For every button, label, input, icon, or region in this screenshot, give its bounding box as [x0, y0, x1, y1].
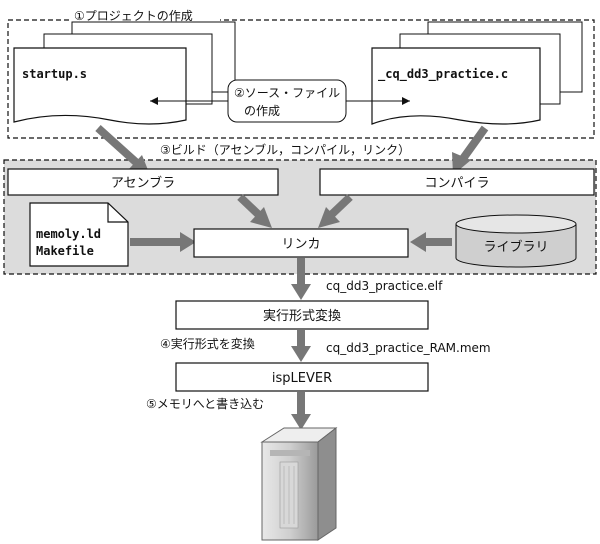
source-file-name: _cq_dd3_practice.c	[378, 67, 508, 82]
arrow-isplever-to-device	[291, 392, 311, 430]
arrow-linker-to-converter	[291, 258, 311, 300]
arrow-compiler-to-linker	[318, 194, 353, 228]
isplever-box: ispLEVER	[175, 362, 429, 392]
assembler-box: アセンブラ	[7, 168, 279, 196]
fpga-board-tower-icon	[260, 426, 338, 541]
startup-file-name: startup.s	[22, 67, 87, 81]
arrow-script-to-linker	[130, 232, 196, 252]
library-cylinder: ライブラリ	[455, 214, 577, 268]
source-edit-arrow: ②ソース・ファイル の作成	[150, 79, 410, 123]
project-creation-area: ①プロジェクトの作成	[7, 8, 595, 139]
linker-label: リンカ	[281, 237, 320, 252]
converter-label: 実行形式変換	[263, 308, 341, 324]
linker-box: リンカ	[193, 228, 409, 258]
elf-output-label: cq_dd3_practice.elf	[326, 279, 443, 293]
linker-script-name: memoly.ld	[36, 227, 101, 241]
makefile-name: Makefile	[36, 244, 94, 258]
step-convert-format-label: ④実行形式を変換	[160, 336, 255, 351]
source-file-stack: _cq_dd3_practice.c	[371, 21, 583, 125]
library-label: ライブラリ	[483, 239, 548, 255]
compiler-box: コンパイラ	[319, 168, 595, 196]
step-create-source-line2: の作成	[244, 104, 280, 118]
step-build-label: ③ビルド（アセンブル，コンパイル，リンク）	[160, 142, 410, 157]
arrow-assembler-to-linker	[237, 194, 272, 228]
step-write-memory-label: ⑤メモリへと書き込む	[146, 397, 264, 411]
compiler-label: コンパイラ	[424, 176, 489, 191]
converter-box: 実行形式変換	[175, 300, 429, 330]
step-create-source-line1: ②ソース・ファイル	[234, 86, 340, 100]
arrow-library-to-linker	[410, 232, 452, 252]
step-create-project-label: ①プロジェクトの作成	[74, 9, 193, 23]
startup-file-stack: startup.s	[13, 21, 236, 125]
linker-script-document: memoly.ld Makefile	[29, 202, 129, 267]
mem-output-label: cq_dd3_practice_RAM.mem	[326, 341, 491, 355]
assembler-label: アセンブラ	[111, 175, 175, 191]
arrow-converter-to-isplever	[291, 330, 311, 362]
isplever-label: ispLEVER	[272, 371, 332, 386]
